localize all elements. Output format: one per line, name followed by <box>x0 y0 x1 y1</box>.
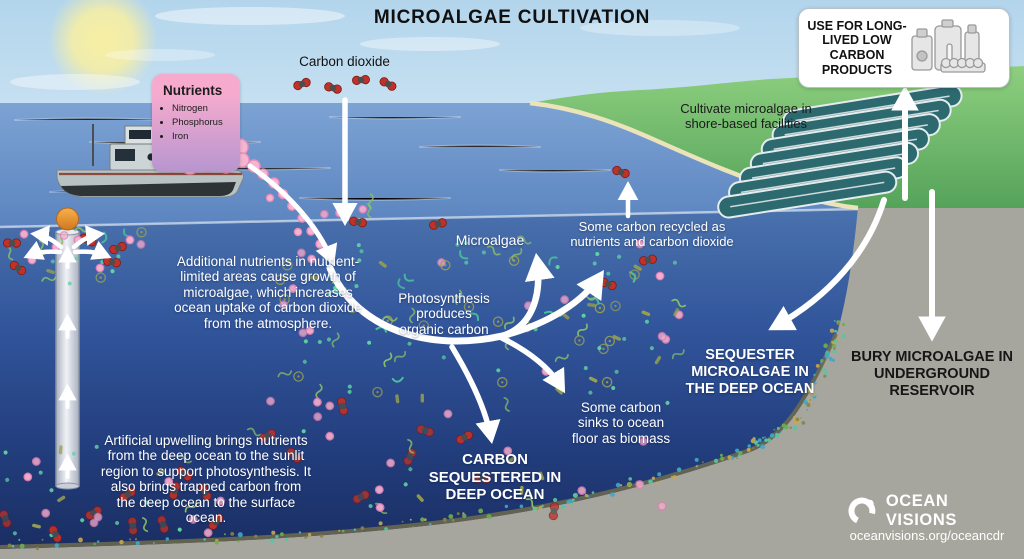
sun-icon <box>48 0 158 95</box>
label-cultivate: Cultivate microalgae in shore-based faci… <box>680 101 812 131</box>
clouds <box>10 7 740 90</box>
nutrients-list: Nitrogen Phosphorus Iron <box>152 103 240 142</box>
underground-area <box>0 207 1024 559</box>
nutrients-box: Nutrients Nitrogen Phosphorus Iron <box>152 74 240 172</box>
upwelling-splay-arrows <box>23 225 112 260</box>
sediment-speckles <box>7 319 846 551</box>
arrow-to-deep-ocean-sequester <box>768 197 887 331</box>
upwelling-pipe <box>55 228 80 490</box>
arrow-photosynthesis-trunk <box>326 264 506 345</box>
nutrients-title: Nutrients <box>163 83 223 98</box>
nutrient-item-nitrogen: Nitrogen <box>172 103 240 114</box>
label-recycled: Some carbon recycled as nutrients and ca… <box>570 219 734 249</box>
label-microalgae: Microalgae <box>455 232 525 248</box>
products-label: USE FOR LONG-LIVED LOW CARBON PRODUCTS <box>807 18 907 77</box>
ocean-visions-logo-icon <box>848 497 876 525</box>
arrow-to-recycled <box>498 270 604 340</box>
nutrient-item-iron: Iron <box>172 131 240 142</box>
label-carbon-dioxide: Carbon dioxide <box>299 54 390 69</box>
nutrient-item-phosphorus: Phosphorus <box>172 117 240 128</box>
raceway-ponds <box>717 84 963 219</box>
label-additional-nutrients: Additional nutrients in nutrient-limited… <box>174 254 362 331</box>
label-bury-underground: BURY MICROALGAE IN UNDERGROUND RESERVOIR <box>851 349 1013 400</box>
arrow-to-deep-sequestration <box>449 344 501 444</box>
flow-arrows <box>23 85 946 479</box>
page-title: MICROALGAE CULTIVATION <box>373 7 651 28</box>
label-sequester-deep-ocean: SEQUESTER MICROALGAE IN THE DEEP OCEAN <box>685 347 815 398</box>
label-carbon-sinks: Some carbon sinks to ocean floor as biom… <box>571 400 671 446</box>
buoy <box>56 207 79 231</box>
products-box: USE FOR LONG-LIVED LOW CARBON PRODUCTS <box>798 8 1010 88</box>
brand-logo: OCEAN VISIONS <box>846 492 1024 530</box>
plastic-products-icon <box>911 19 986 73</box>
seafloor-edge <box>0 333 838 549</box>
label-photosynthesis: Photosynthesis produces organic carbon <box>398 291 490 337</box>
label-artificial-upwelling: Artificial upwelling brings nutrients fr… <box>100 433 312 525</box>
brand-name: OCEAN VISIONS <box>885 492 957 529</box>
brand-url[interactable]: oceanvisions.org/oceancdr <box>849 528 1005 543</box>
label-carbon-sequestered-deep: CARBON SEQUESTERED IN DEEP OCEAN <box>428 451 562 504</box>
arrow-to-sinking <box>497 334 566 394</box>
arrow-nutrient-dispersal <box>247 163 338 267</box>
